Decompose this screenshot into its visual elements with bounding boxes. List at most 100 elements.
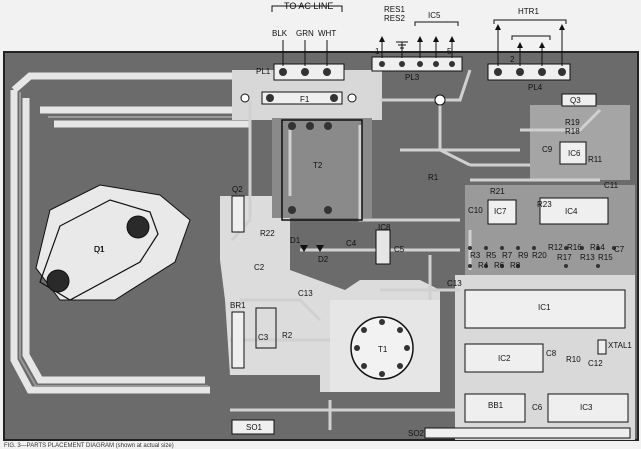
- r21-label: R21: [490, 187, 505, 196]
- r17-label: R17: [557, 253, 572, 262]
- bb1-label: BB1: [488, 401, 504, 410]
- htr1-label: HTR1: [518, 7, 539, 16]
- so2-label: SO2: [408, 429, 425, 438]
- br1-label: BR1: [230, 301, 246, 310]
- r8-label: R8: [510, 261, 521, 270]
- r13-label: R13: [580, 253, 595, 262]
- c4-label: C4: [346, 239, 357, 248]
- pin1-label: 1: [375, 47, 380, 56]
- q2-label: Q2: [232, 185, 243, 194]
- r7-label: R7: [502, 251, 513, 260]
- res2-label: RES2: [384, 14, 405, 23]
- q1-pad: [35, 184, 191, 301]
- d2-diode: [316, 245, 324, 252]
- left-traces: [10, 72, 263, 394]
- d1-q1-label: D1: [94, 245, 105, 254]
- r15-label: R15: [598, 253, 613, 262]
- xtal1-crystal: [597, 339, 607, 355]
- t1-transformer: [350, 316, 414, 380]
- header-arrows: [379, 24, 565, 48]
- ac-line-label: TO AC LINE: [284, 1, 333, 11]
- c12-label: C12: [588, 359, 603, 368]
- f1-label: F1: [300, 95, 310, 104]
- ic1-label: IC1: [538, 303, 551, 312]
- r20-label: R20: [532, 251, 547, 260]
- q1-body: [39, 199, 159, 301]
- board-edge: [3, 51, 639, 441]
- c2-label: C2: [254, 263, 265, 272]
- pin2-label: 2: [510, 55, 515, 64]
- r19-label: R19: [565, 118, 580, 127]
- c10-label: C10: [468, 206, 483, 215]
- br1-bridge: [231, 311, 245, 369]
- r11-label: R11: [588, 155, 603, 164]
- resistor-pads: [468, 246, 616, 268]
- c13b-label: C13: [447, 279, 462, 288]
- c8-label: C8: [546, 349, 557, 358]
- r22-label: R22: [260, 229, 275, 238]
- r6-label: R6: [494, 261, 505, 270]
- r14-label: R14: [590, 243, 605, 252]
- so1-label: SO1: [246, 423, 263, 432]
- wht-label: WHT: [318, 29, 336, 38]
- c13-label: C13: [298, 289, 313, 298]
- ic7-chip: [487, 199, 517, 225]
- d1-diode: [300, 245, 308, 252]
- pin5-label: 5: [447, 47, 452, 56]
- ic3-label: IC3: [580, 403, 593, 412]
- ic8-chip: [375, 229, 391, 265]
- c7-label: C7: [614, 245, 625, 254]
- d2-label: D2: [318, 255, 329, 264]
- ic2-chip: [464, 343, 544, 373]
- ic3-chip: [547, 393, 629, 423]
- ic6-label: IC6: [568, 149, 581, 158]
- q1-hole-top: [126, 215, 150, 239]
- ic4-label: IC4: [565, 207, 578, 216]
- figure-caption: FIG. 3—PARTS PLACEMENT DIAGRAM (shown at…: [4, 443, 174, 449]
- c3-label: C3: [258, 333, 269, 342]
- res1-label: RES1: [384, 5, 405, 14]
- xtal1-label: XTAL1: [608, 341, 632, 350]
- q1-label: Q1: [94, 245, 105, 254]
- pl3-label: PL3: [405, 73, 420, 82]
- r4-label: R4: [478, 261, 489, 270]
- q3-transistor: [561, 93, 597, 107]
- ic4-chip: [539, 197, 609, 225]
- r2-label: R2: [282, 331, 293, 340]
- ic6-chip: [559, 141, 587, 165]
- d1-label: D1: [290, 236, 301, 245]
- r5-label: R5: [486, 251, 497, 260]
- t1-pins: [354, 319, 410, 377]
- so1-socket: [231, 419, 275, 435]
- top-connectors: [273, 56, 571, 81]
- c3-cap: [255, 307, 277, 349]
- r18-label: R18: [565, 127, 580, 136]
- q1-hole-bottom: [46, 269, 70, 293]
- grn-label: GRN: [296, 29, 314, 38]
- r3-label: R3: [470, 251, 481, 260]
- pl1-label: PL1: [256, 67, 271, 76]
- ic5-label: IC5: [428, 11, 441, 20]
- t2-transformer: [281, 119, 363, 221]
- ground-symbol: [396, 41, 408, 49]
- r9-label: R9: [518, 251, 529, 260]
- ic8-label: IC8: [378, 223, 391, 232]
- r12-label: R12: [548, 243, 563, 252]
- t1-label: T1: [378, 345, 388, 354]
- pl4-connector: [487, 63, 571, 81]
- bb1-block: [464, 393, 526, 423]
- c11-label: C11: [604, 181, 619, 190]
- c5-label: C5: [394, 245, 405, 254]
- q3-label: Q3: [570, 96, 581, 105]
- ic2-label: IC2: [498, 354, 511, 363]
- r16-label: R16: [567, 243, 582, 252]
- q2-transistor: [231, 195, 245, 233]
- r10-label: R10: [566, 355, 581, 364]
- blk-label: BLK: [272, 29, 288, 38]
- ic1-chip: [464, 289, 626, 329]
- so2-socket: [424, 427, 631, 439]
- c9-label: C9: [542, 145, 553, 154]
- r23-label: R23: [537, 200, 552, 209]
